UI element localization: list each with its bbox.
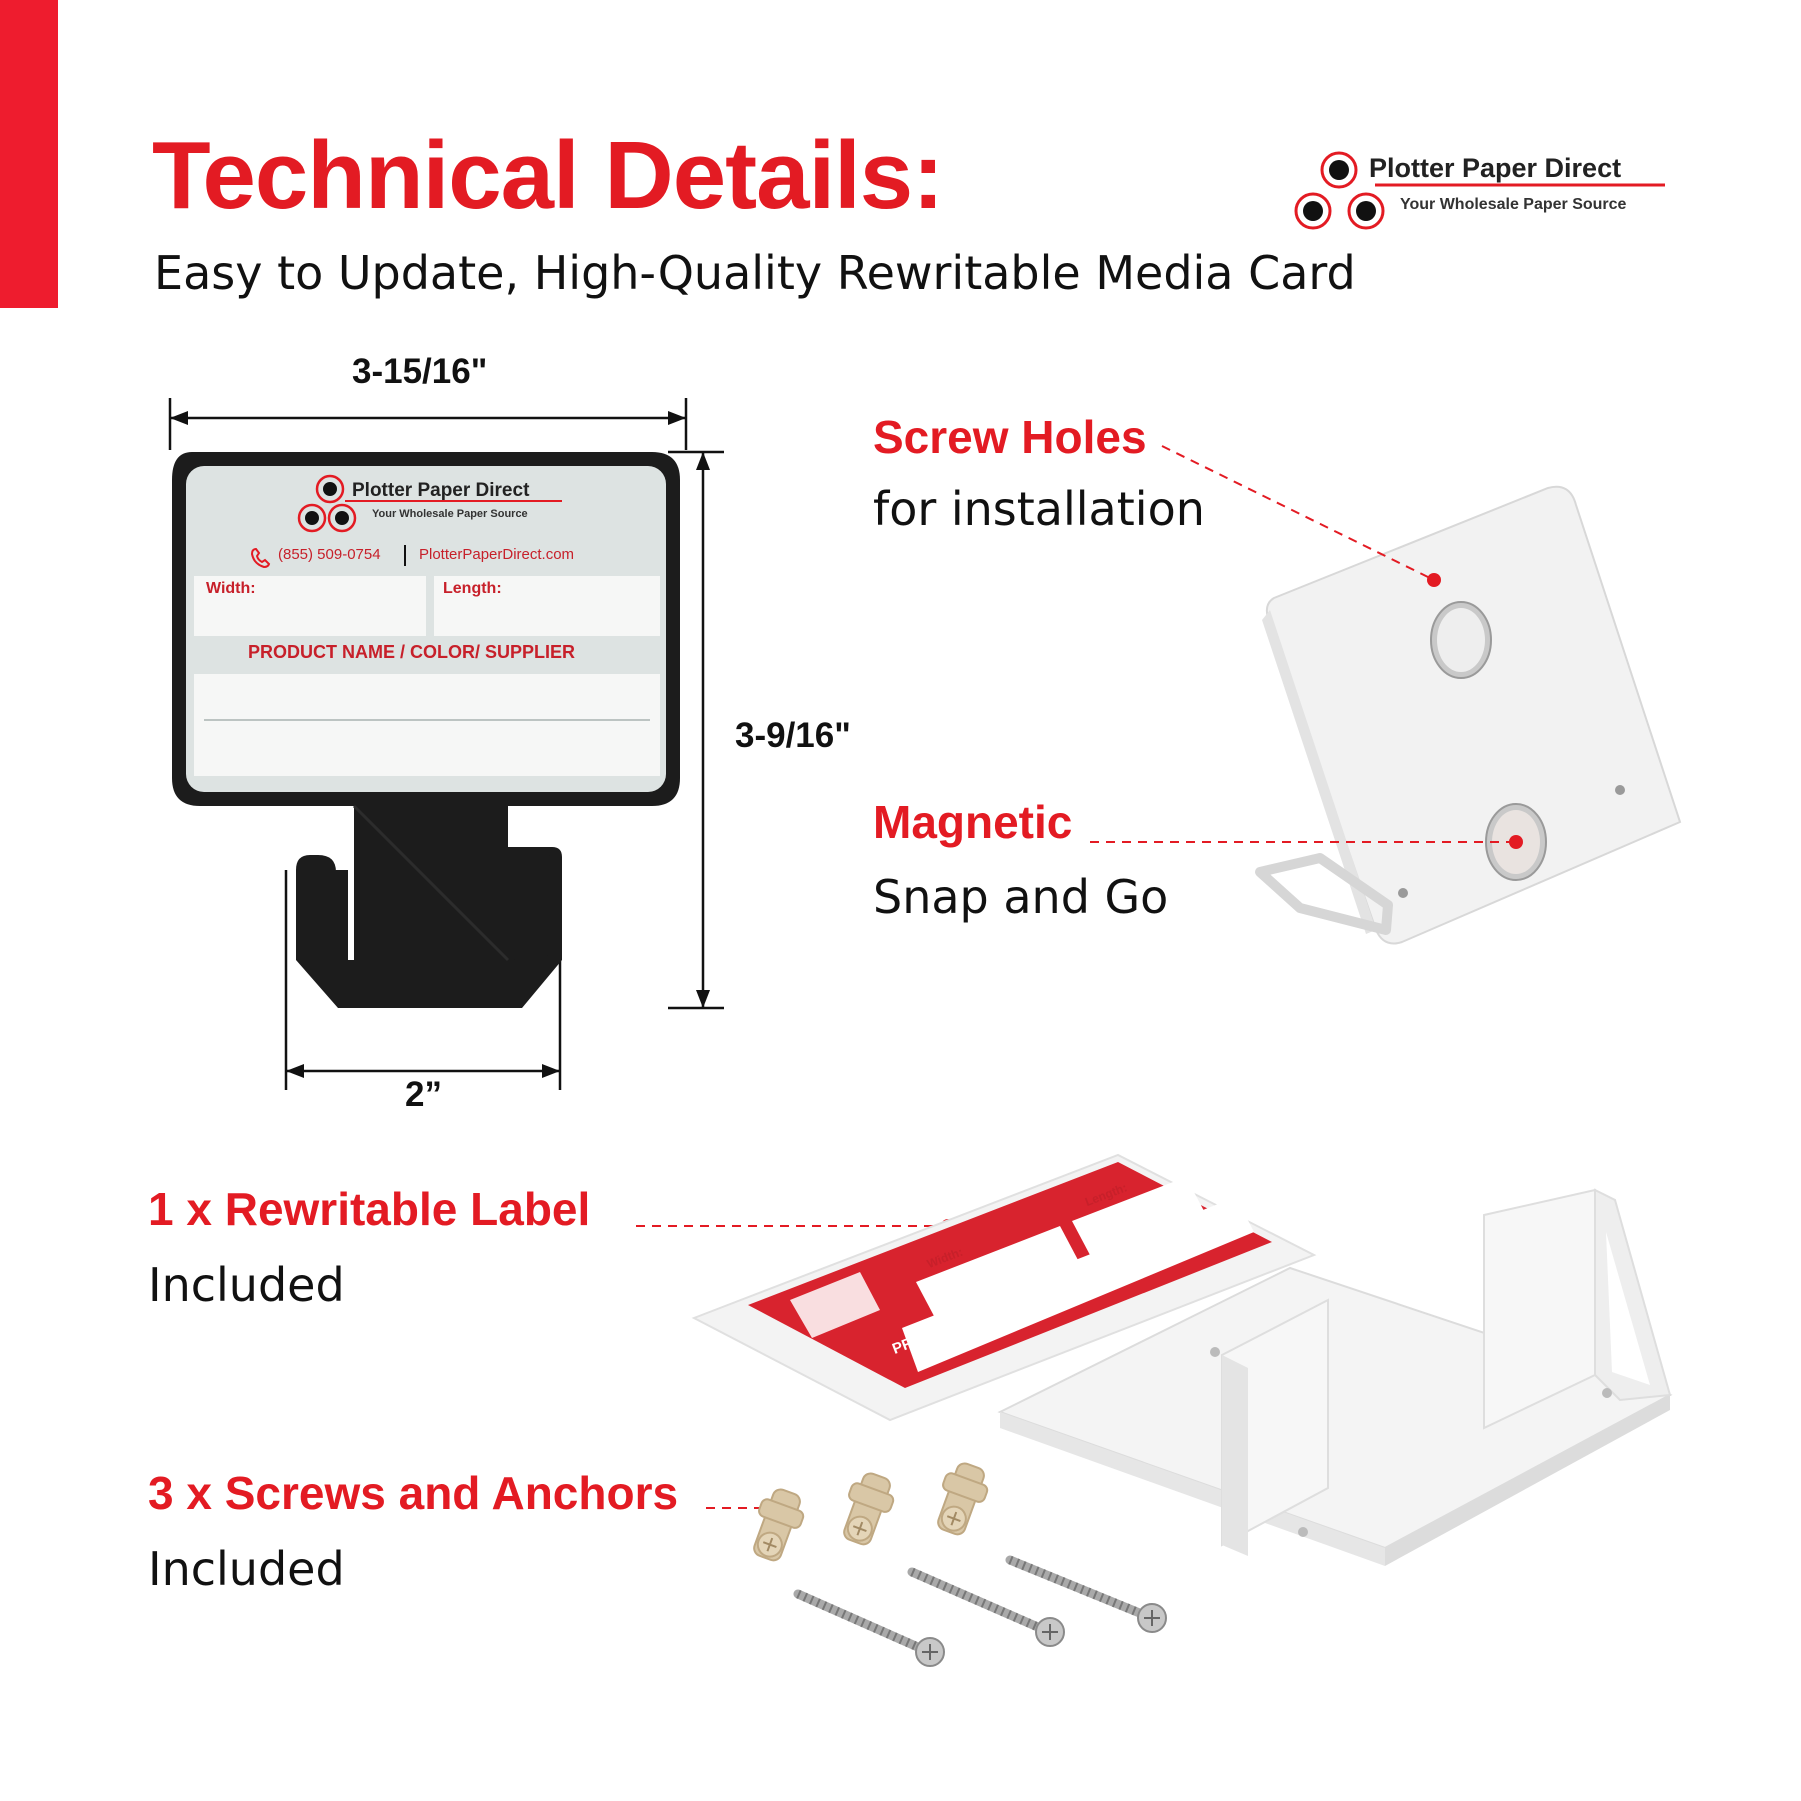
media-card-holder	[172, 452, 680, 1008]
card-product-label: PRODUCT NAME / COLOR/ SUPPLIER	[248, 642, 576, 662]
feature-heading-screw-holes: Screw Holes	[873, 411, 1147, 463]
page-title: Technical Details:	[152, 122, 944, 229]
feature-heading-label: 1 x Rewritable Label	[148, 1183, 591, 1235]
dimension-width: 3-15/16"	[352, 352, 488, 391]
dimension-lines	[168, 398, 724, 1090]
phone-icon	[250, 547, 271, 569]
page-subtitle: Easy to Update, High-Quality Rewritable …	[154, 246, 1356, 300]
screw-icons	[793, 1555, 1167, 1667]
magnetic-holder	[1255, 485, 1682, 945]
feature-heading-magnetic: Magnetic	[873, 796, 1073, 848]
holder-base	[997, 1188, 1673, 1566]
card-brand-tagline: Your Wholesale Paper Source	[372, 508, 528, 520]
feature-sub-label: Included	[148, 1258, 345, 1312]
card-width-label: Width:	[206, 580, 256, 597]
card-phone: (855) 509-0754	[278, 546, 381, 563]
card-brand-name: Plotter Paper Direct	[352, 480, 530, 501]
wall-anchor-icons	[753, 1462, 989, 1562]
feature-sub-magnetic: Snap and Go	[873, 870, 1169, 924]
card-length-label: Length:	[443, 580, 502, 597]
card-website: PlotterPaperDirect.com	[419, 546, 575, 563]
dimension-height: 3-9/16"	[735, 716, 851, 755]
feature-sub-screws: Included	[148, 1542, 345, 1596]
brand-tagline: Your Wholesale Paper Source	[1400, 196, 1627, 213]
rewritable-label-sheet	[691, 1153, 1317, 1422]
feature-heading-screws: 3 x Screws and Anchors	[148, 1467, 679, 1519]
accent-bar	[0, 0, 58, 308]
dimension-base: 2”	[405, 1075, 442, 1114]
logo-mark-icon	[1294, 151, 1665, 230]
brand-name: Plotter Paper Direct	[1369, 153, 1622, 183]
feature-sub-screw-holes: for installation	[873, 482, 1205, 536]
